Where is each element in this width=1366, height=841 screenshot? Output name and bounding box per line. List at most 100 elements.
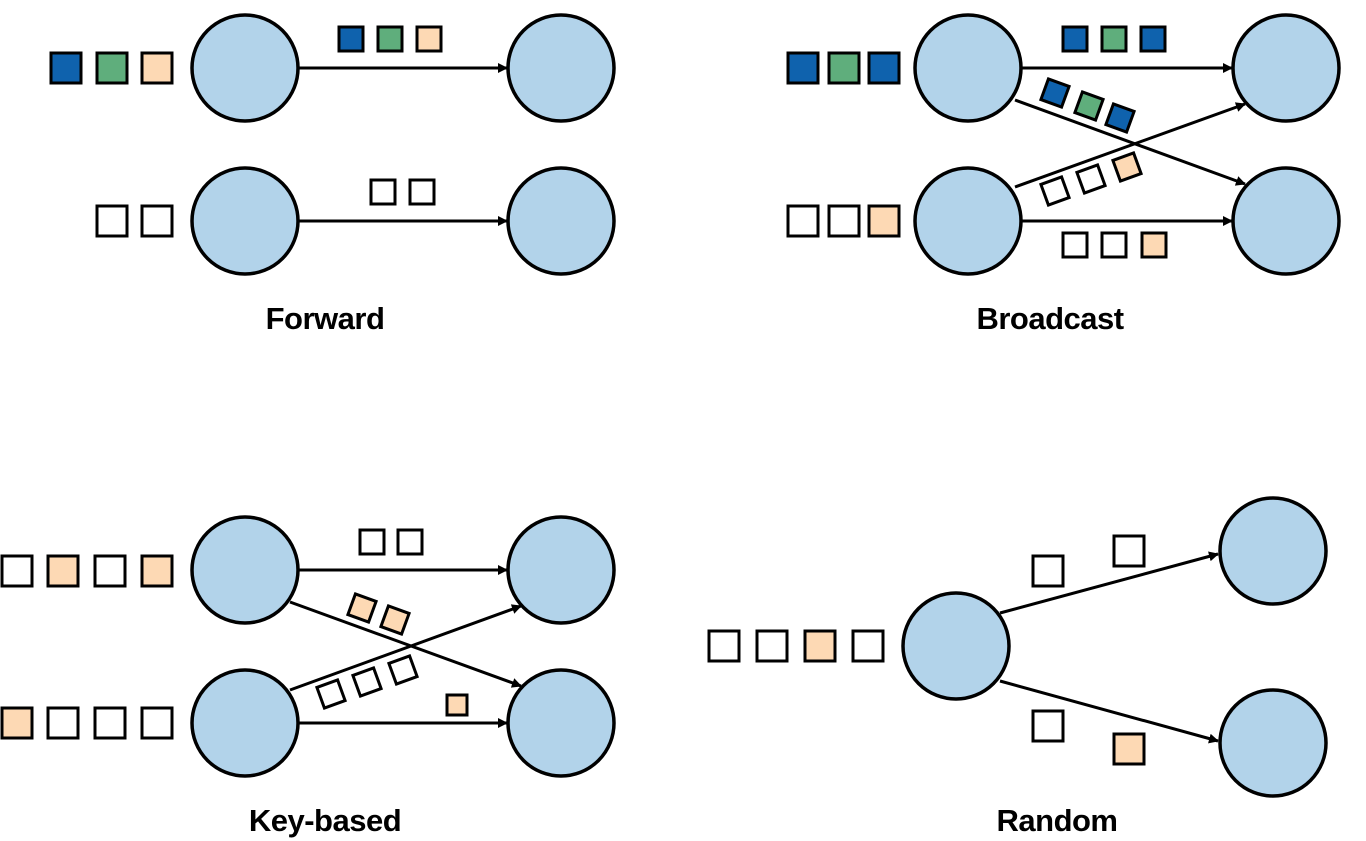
record [358, 528, 386, 556]
target-node [1218, 496, 1328, 606]
record [140, 204, 174, 238]
source-node [913, 13, 1023, 123]
edge-arrow [289, 600, 522, 688]
record [314, 677, 348, 711]
record [369, 178, 397, 206]
source-node [190, 166, 300, 276]
edge-records [314, 653, 420, 711]
record [408, 178, 436, 206]
input-queue [786, 204, 901, 238]
record [376, 25, 404, 53]
edge-records [1061, 231, 1168, 259]
record [1110, 150, 1144, 184]
record [851, 629, 885, 663]
edge-arrow [1014, 98, 1246, 186]
target-node [506, 166, 616, 276]
record [867, 51, 901, 85]
source-node [901, 591, 1011, 701]
edge-records [369, 178, 436, 206]
record [827, 51, 861, 85]
record [1100, 25, 1128, 53]
target-node [506, 13, 616, 123]
edge-records [345, 591, 412, 637]
record [345, 591, 379, 625]
input-queue [0, 706, 174, 740]
edge-records [337, 25, 443, 53]
source-node [190, 668, 300, 778]
record [1038, 174, 1072, 208]
source-node [913, 166, 1023, 276]
target-node [1218, 688, 1328, 798]
edge-records [445, 693, 469, 717]
panel-title: Forward [266, 301, 385, 336]
edge-records [1031, 534, 1146, 588]
panel-title: Broadcast [976, 301, 1123, 336]
record [786, 204, 820, 238]
record [0, 554, 34, 588]
record [46, 706, 80, 740]
record [93, 706, 127, 740]
record [445, 693, 469, 717]
input-queue [49, 51, 174, 85]
record [1061, 25, 1089, 53]
record [1061, 231, 1089, 259]
panel-random: Random [707, 496, 1328, 838]
record [867, 204, 901, 238]
record [1031, 554, 1065, 588]
record [1140, 231, 1168, 259]
record [1100, 231, 1128, 259]
input-queue [707, 629, 885, 663]
record [378, 603, 412, 637]
record [1072, 89, 1106, 123]
record [46, 554, 80, 588]
record [49, 51, 83, 85]
record [1038, 76, 1072, 110]
input-queue [0, 554, 174, 588]
record [1112, 732, 1146, 766]
edge-records [1038, 76, 1137, 135]
target-node [506, 515, 616, 625]
input-queue [95, 204, 174, 238]
panel-title: Random [997, 803, 1118, 838]
record [140, 554, 174, 588]
edge-records [1031, 709, 1146, 766]
record [1031, 709, 1065, 743]
record [95, 204, 129, 238]
panel-forward: Forward [49, 13, 616, 336]
edge-arrow [999, 551, 1219, 615]
record [1103, 101, 1137, 135]
record [1074, 162, 1108, 196]
source-node [190, 515, 300, 625]
edge-records [358, 528, 424, 556]
record [1139, 25, 1167, 53]
target-node [506, 668, 616, 778]
edge-records [1061, 25, 1167, 53]
record [95, 51, 129, 85]
record [827, 204, 861, 238]
record [386, 653, 420, 687]
record [140, 706, 174, 740]
target-node [1231, 13, 1341, 123]
edge-arrow [999, 679, 1219, 744]
record [0, 706, 34, 740]
panel-title: Key-based [249, 803, 401, 838]
input-queue [786, 51, 901, 85]
record [396, 528, 424, 556]
panel-broadcast: Broadcast [786, 13, 1341, 336]
record [337, 25, 365, 53]
edge-arrow [1014, 102, 1246, 189]
record [93, 554, 127, 588]
panel-key-based: Key-based [0, 515, 616, 838]
record [803, 629, 837, 663]
source-node [190, 13, 300, 123]
edge-records [1038, 150, 1144, 208]
record [707, 629, 741, 663]
record [786, 51, 820, 85]
target-node [1231, 166, 1341, 276]
record [1112, 534, 1146, 568]
record [415, 25, 443, 53]
edge-arrow [289, 604, 522, 692]
record [755, 629, 789, 663]
record [350, 665, 384, 699]
